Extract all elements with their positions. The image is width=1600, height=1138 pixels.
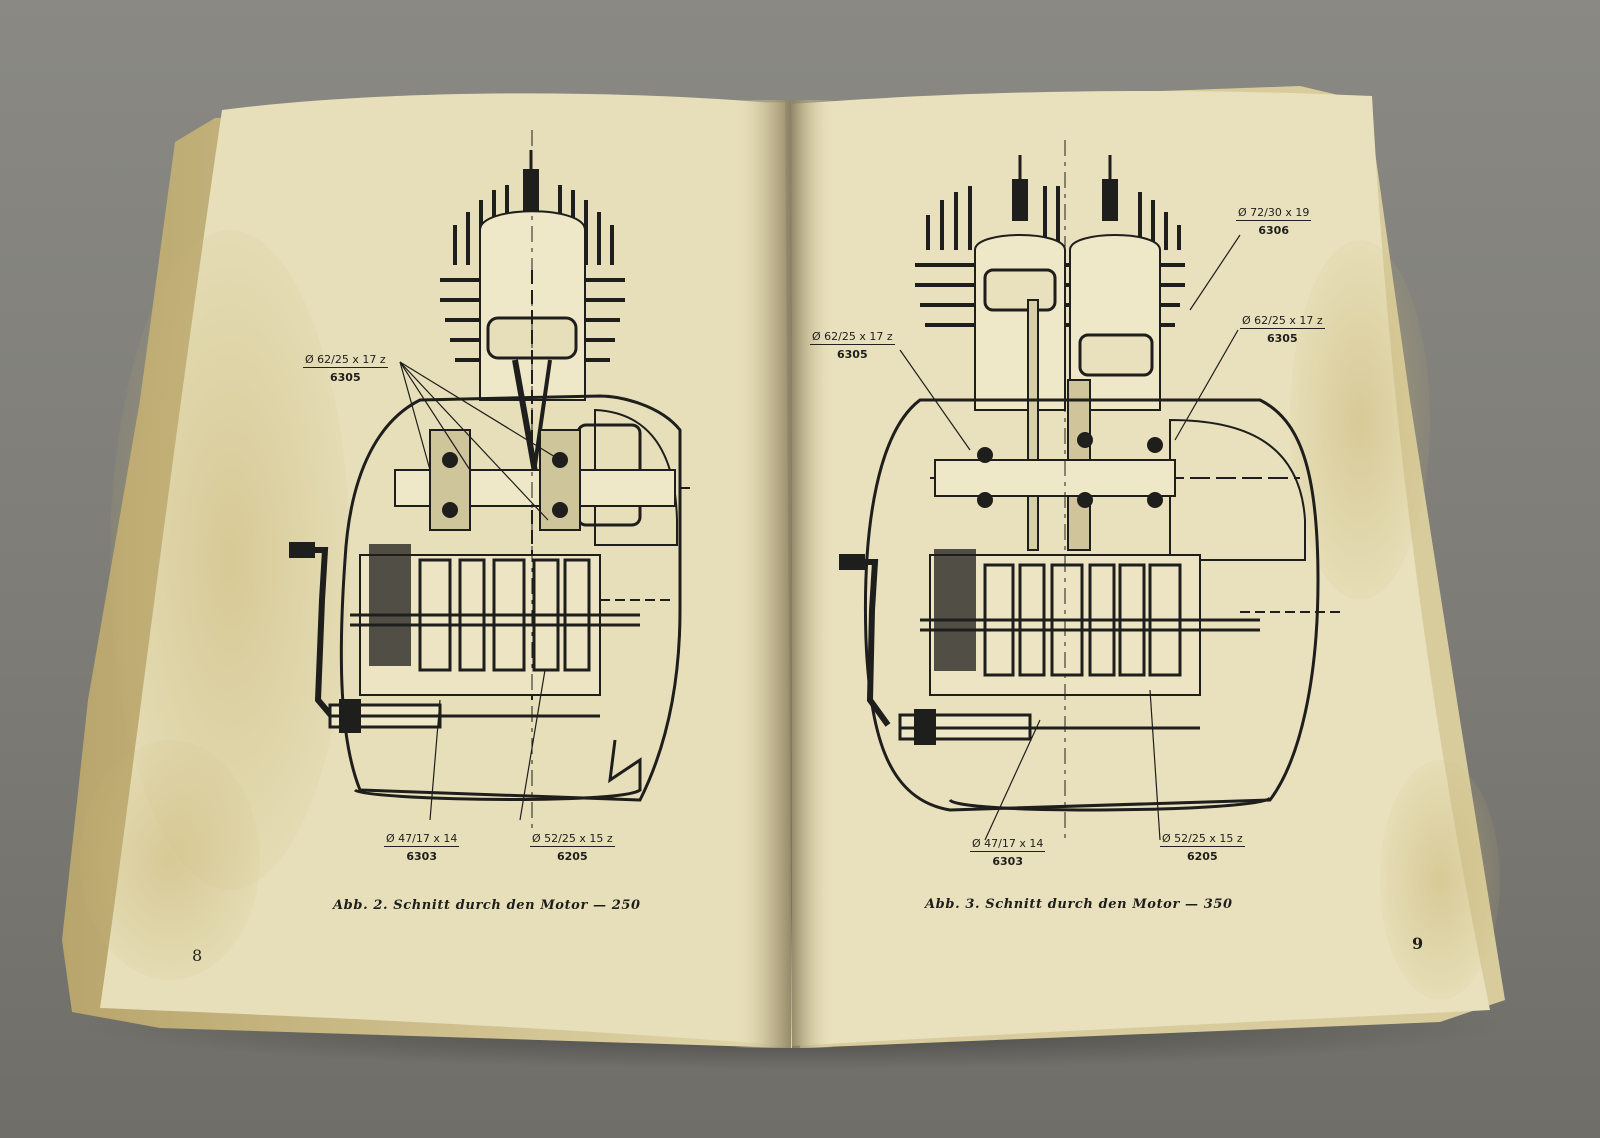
bearing-code: 6306: [1258, 224, 1289, 237]
bearing-size: Ø 62/25 x 17 z: [303, 353, 388, 368]
bearing-label-6303: Ø 47/17 x 14 6303: [970, 837, 1046, 869]
bearing-label-6305-right: Ø 62/25 x 17 z 6305: [1240, 314, 1325, 346]
bearing-code: 6303: [992, 855, 1023, 868]
bearing-size: Ø 62/25 x 17 z: [1240, 314, 1325, 329]
bearing-size: Ø 47/17 x 14: [970, 837, 1046, 852]
bearing-code: 6305: [1267, 332, 1298, 345]
bearing-label-6306: Ø 72/30 x 19 6306: [1236, 206, 1312, 238]
engine-diagram-250: [289, 130, 690, 830]
bearing-code: 6205: [1187, 850, 1218, 863]
bearing-code: 6305: [837, 348, 868, 361]
bearing-label-6305: Ø 62/25 x 17 z 6305: [303, 353, 388, 385]
page-number-right: 9: [1412, 934, 1424, 953]
bearing-label-6205: Ø 52/25 x 15 z 6205: [1160, 832, 1245, 864]
figure-caption-abb-2: Abb. 2. Schnitt durch den Motor — 250: [333, 898, 641, 913]
bearing-label-6305-left: Ø 62/25 x 17 z 6305: [810, 330, 895, 362]
figure-caption-abb-3: Abb. 3. Schnitt durch den Motor — 350: [925, 897, 1233, 912]
bearing-size: Ø 62/25 x 17 z: [810, 330, 895, 345]
bearing-size: Ø 72/30 x 19: [1236, 206, 1312, 221]
bearing-size: Ø 52/25 x 15 z: [1160, 832, 1245, 847]
bearing-size: Ø 47/17 x 14: [384, 832, 460, 847]
bearing-label-6303: Ø 47/17 x 14 6303: [384, 832, 460, 864]
bearing-code: 6205: [557, 850, 588, 863]
engine-diagram-350: [839, 140, 1340, 841]
bearing-label-6205: Ø 52/25 x 15 z 6205: [530, 832, 615, 864]
page-number-left: 8: [192, 946, 203, 965]
bearing-size: Ø 52/25 x 15 z: [530, 832, 615, 847]
bearing-code: 6303: [406, 850, 437, 863]
bearing-code: 6305: [330, 371, 361, 384]
